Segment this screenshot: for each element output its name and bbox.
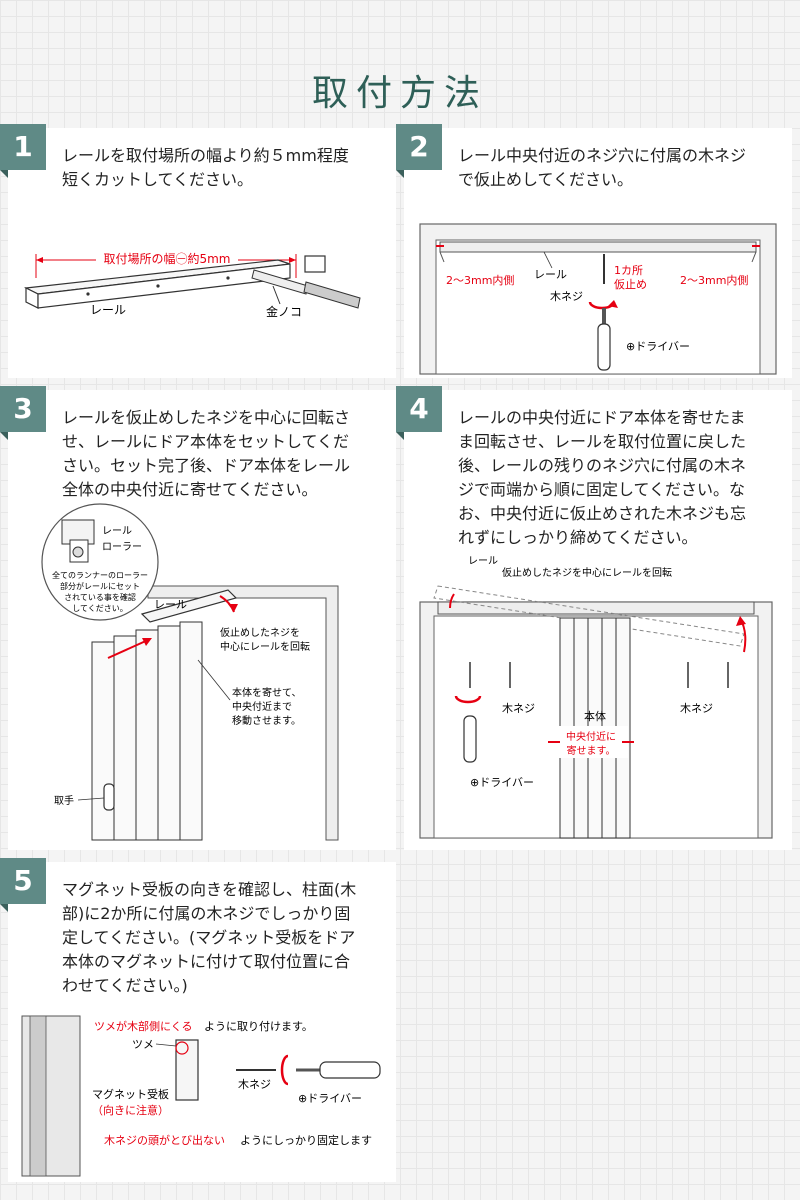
- step-2-driver-label: ⊕ドライバー: [626, 340, 690, 353]
- step-2-gap-right: 2～3mm内側: [680, 273, 748, 287]
- step-5-bottom-red-text: 木ネジの頭がとび出ない: [104, 1133, 225, 1147]
- step-1-rail-label: レール: [90, 303, 126, 317]
- step-5-driver-label: ⊕ドライバー: [298, 1092, 362, 1105]
- step-2-screw-label: 木ネジ: [550, 290, 583, 303]
- step-4-center-label-1: 中央付近に: [566, 730, 616, 743]
- page-title: 取付方法: [311, 73, 488, 114]
- step-2-spot-2: 仮止め: [614, 278, 647, 291]
- step-3-rail-label: レール: [154, 598, 187, 611]
- step-4-driver-label: ⊕ドライバー: [470, 776, 534, 789]
- step-5-plate-label: マグネット受板: [92, 1087, 169, 1101]
- step-5-tab-label: ツメ: [132, 1038, 154, 1051]
- step-5-bottom-black-text: ようにしっかり固定します: [240, 1133, 372, 1147]
- step-3-rail-top-label: レール: [102, 526, 132, 537]
- step-3-rotate-note-1: 仮止めしたネジを: [220, 626, 300, 639]
- step-4-body-label: 本体: [584, 709, 606, 723]
- step-1-card: 1 レールを取付場所の幅より約５mm程度 短くカットしてください。 取付場所の幅…: [0, 124, 396, 378]
- step-2-badge: 2: [396, 124, 442, 178]
- step-2-spot-1: 1カ所: [614, 264, 643, 277]
- step-4-screw-left-label: 木ネジ: [502, 702, 535, 715]
- step-3-roller-label: ローラー: [102, 541, 142, 553]
- step-1-saw-label: 金ノコ: [266, 304, 302, 319]
- step-2-rail-label: レール: [534, 268, 567, 281]
- step-3-move-note-1: 本体を寄せて、: [232, 686, 302, 699]
- step-2-instructions: レール中央付近のネジ穴に付属の木ネジ で仮止めしてください。: [458, 146, 747, 189]
- step-5-badge: 5: [0, 858, 46, 912]
- step-3-circle-note-3: されている事を確認: [64, 592, 136, 602]
- step-4-center-label-2: 寄せます。: [567, 744, 616, 757]
- step-5-card: 5 マグネット受板の向きを確認し、柱面(木 部)に2か所に付属の木ネジでしっかり…: [0, 858, 396, 1182]
- step-5-screw-label: 木ネジ: [238, 1078, 271, 1091]
- step-4-card: 4 レールの中央付近にドア本体を寄せたま ま回転させ、レールを取付位置に戻した …: [396, 386, 792, 850]
- step-4-rotate-label: 仮止めしたネジを中心にレールを回転: [502, 566, 672, 579]
- step-4-instructions: レールの中央付近にドア本体を寄せたま ま回転させ、レールを取付位置に戻した 後、…: [458, 408, 747, 547]
- step-3-rotate-note-2: 中心にレールを回転: [220, 640, 310, 653]
- step-4-badge: 4: [396, 386, 442, 440]
- step-4-screw-right-label: 木ネジ: [680, 702, 713, 715]
- step-1-instructions: レールを取付場所の幅より約５mm程度 短くカットしてください。: [62, 146, 349, 189]
- step-3-badge: 3: [0, 386, 46, 440]
- step-3-move-note-2: 中央付近まで: [232, 700, 292, 713]
- step-4-illustration: レール 仮止めしたネジを中心にレールを回転 木ネジ 木ネジ ⊕ドライバー 本体 …: [419, 556, 773, 839]
- step-3-illustration: レール 取手 仮止めしたネジを 中心にレールを回転 本体を寄せて、 中央付近まで…: [41, 503, 339, 841]
- step-5-top-red-text: ツメが木部側にくる: [94, 1019, 193, 1033]
- step-3-card: 3 レールを仮止めしたネジを中心に回転さ せ、レールにドア本体をセットしてくだ …: [0, 386, 396, 850]
- step-3-move-note-3: 移動させます。: [232, 714, 301, 727]
- step-5-instructions: マグネット受板の向きを確認し、柱面(木 部)に2か所に付属の木ネジでしっかり固 …: [62, 880, 357, 995]
- step-2-card: 2 レール中央付近のネジ穴に付属の木ネジ で仮止めしてください。 2～3mm内側…: [396, 124, 792, 378]
- step-5-plate-note: （向きに注意）: [92, 1103, 169, 1117]
- step-1-illustration: 取付場所の幅㊀約5mm レール 金ノコ: [23, 250, 361, 319]
- step-4-rail-label: レール: [468, 556, 498, 567]
- step-5-top-black-text: ように取り付けます。: [204, 1020, 313, 1033]
- step-2-illustration: 2～3mm内側 2～3mm内側 レール 1カ所 仮止め 木ネジ ⊕ドライバー: [419, 223, 777, 375]
- step-3-instructions: レールを仮止めしたネジを中心に回転さ せ、レールにドア本体をセットしてくだ さい…: [62, 408, 351, 499]
- step-2-gap-left: 2～3mm内側: [446, 273, 514, 287]
- step-1-badge: 1: [0, 124, 46, 178]
- step-3-circle-note-4: してください。: [72, 604, 128, 613]
- step-3-circle-note-1: 全てのランナーのローラー: [52, 570, 148, 580]
- step-3-handle-label: 取手: [54, 794, 74, 807]
- step-3-circle-note-2: 部分がレールにセット: [60, 581, 140, 591]
- step-5-illustration: ツメが木部側にくる ように取り付けます。 ツメ 木ネジ マグネット受板 （向きに…: [21, 1015, 381, 1177]
- step-1-width-label: 取付場所の幅㊀約5mm: [103, 251, 230, 266]
